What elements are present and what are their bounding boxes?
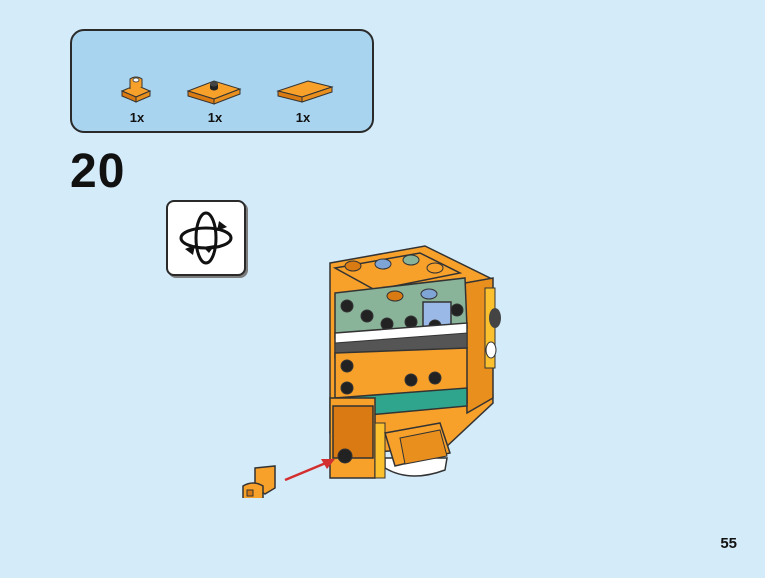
brickheadz-assembly-illustration	[242, 245, 501, 504]
orange-clip-plate-icon	[120, 76, 152, 103]
rotate-model-icon	[179, 211, 233, 265]
step-number: 20	[70, 145, 126, 198]
part-clip-plate: 1x	[102, 69, 172, 125]
parts-list-panel: 1x 1x 1x	[70, 29, 374, 133]
model-assembly	[235, 238, 525, 504]
part-jumper-plate: 1x	[180, 69, 250, 125]
rotate-model-callout	[166, 200, 246, 276]
part-qty: 1x	[207, 110, 223, 125]
part-tile: 1x	[268, 69, 338, 125]
part-qty: 1x	[295, 110, 311, 125]
orange-jumper-plate-icon	[186, 80, 242, 105]
orange-tile-icon	[276, 80, 334, 103]
part-qty: 1x	[129, 110, 145, 125]
page-number: 55	[720, 535, 737, 552]
